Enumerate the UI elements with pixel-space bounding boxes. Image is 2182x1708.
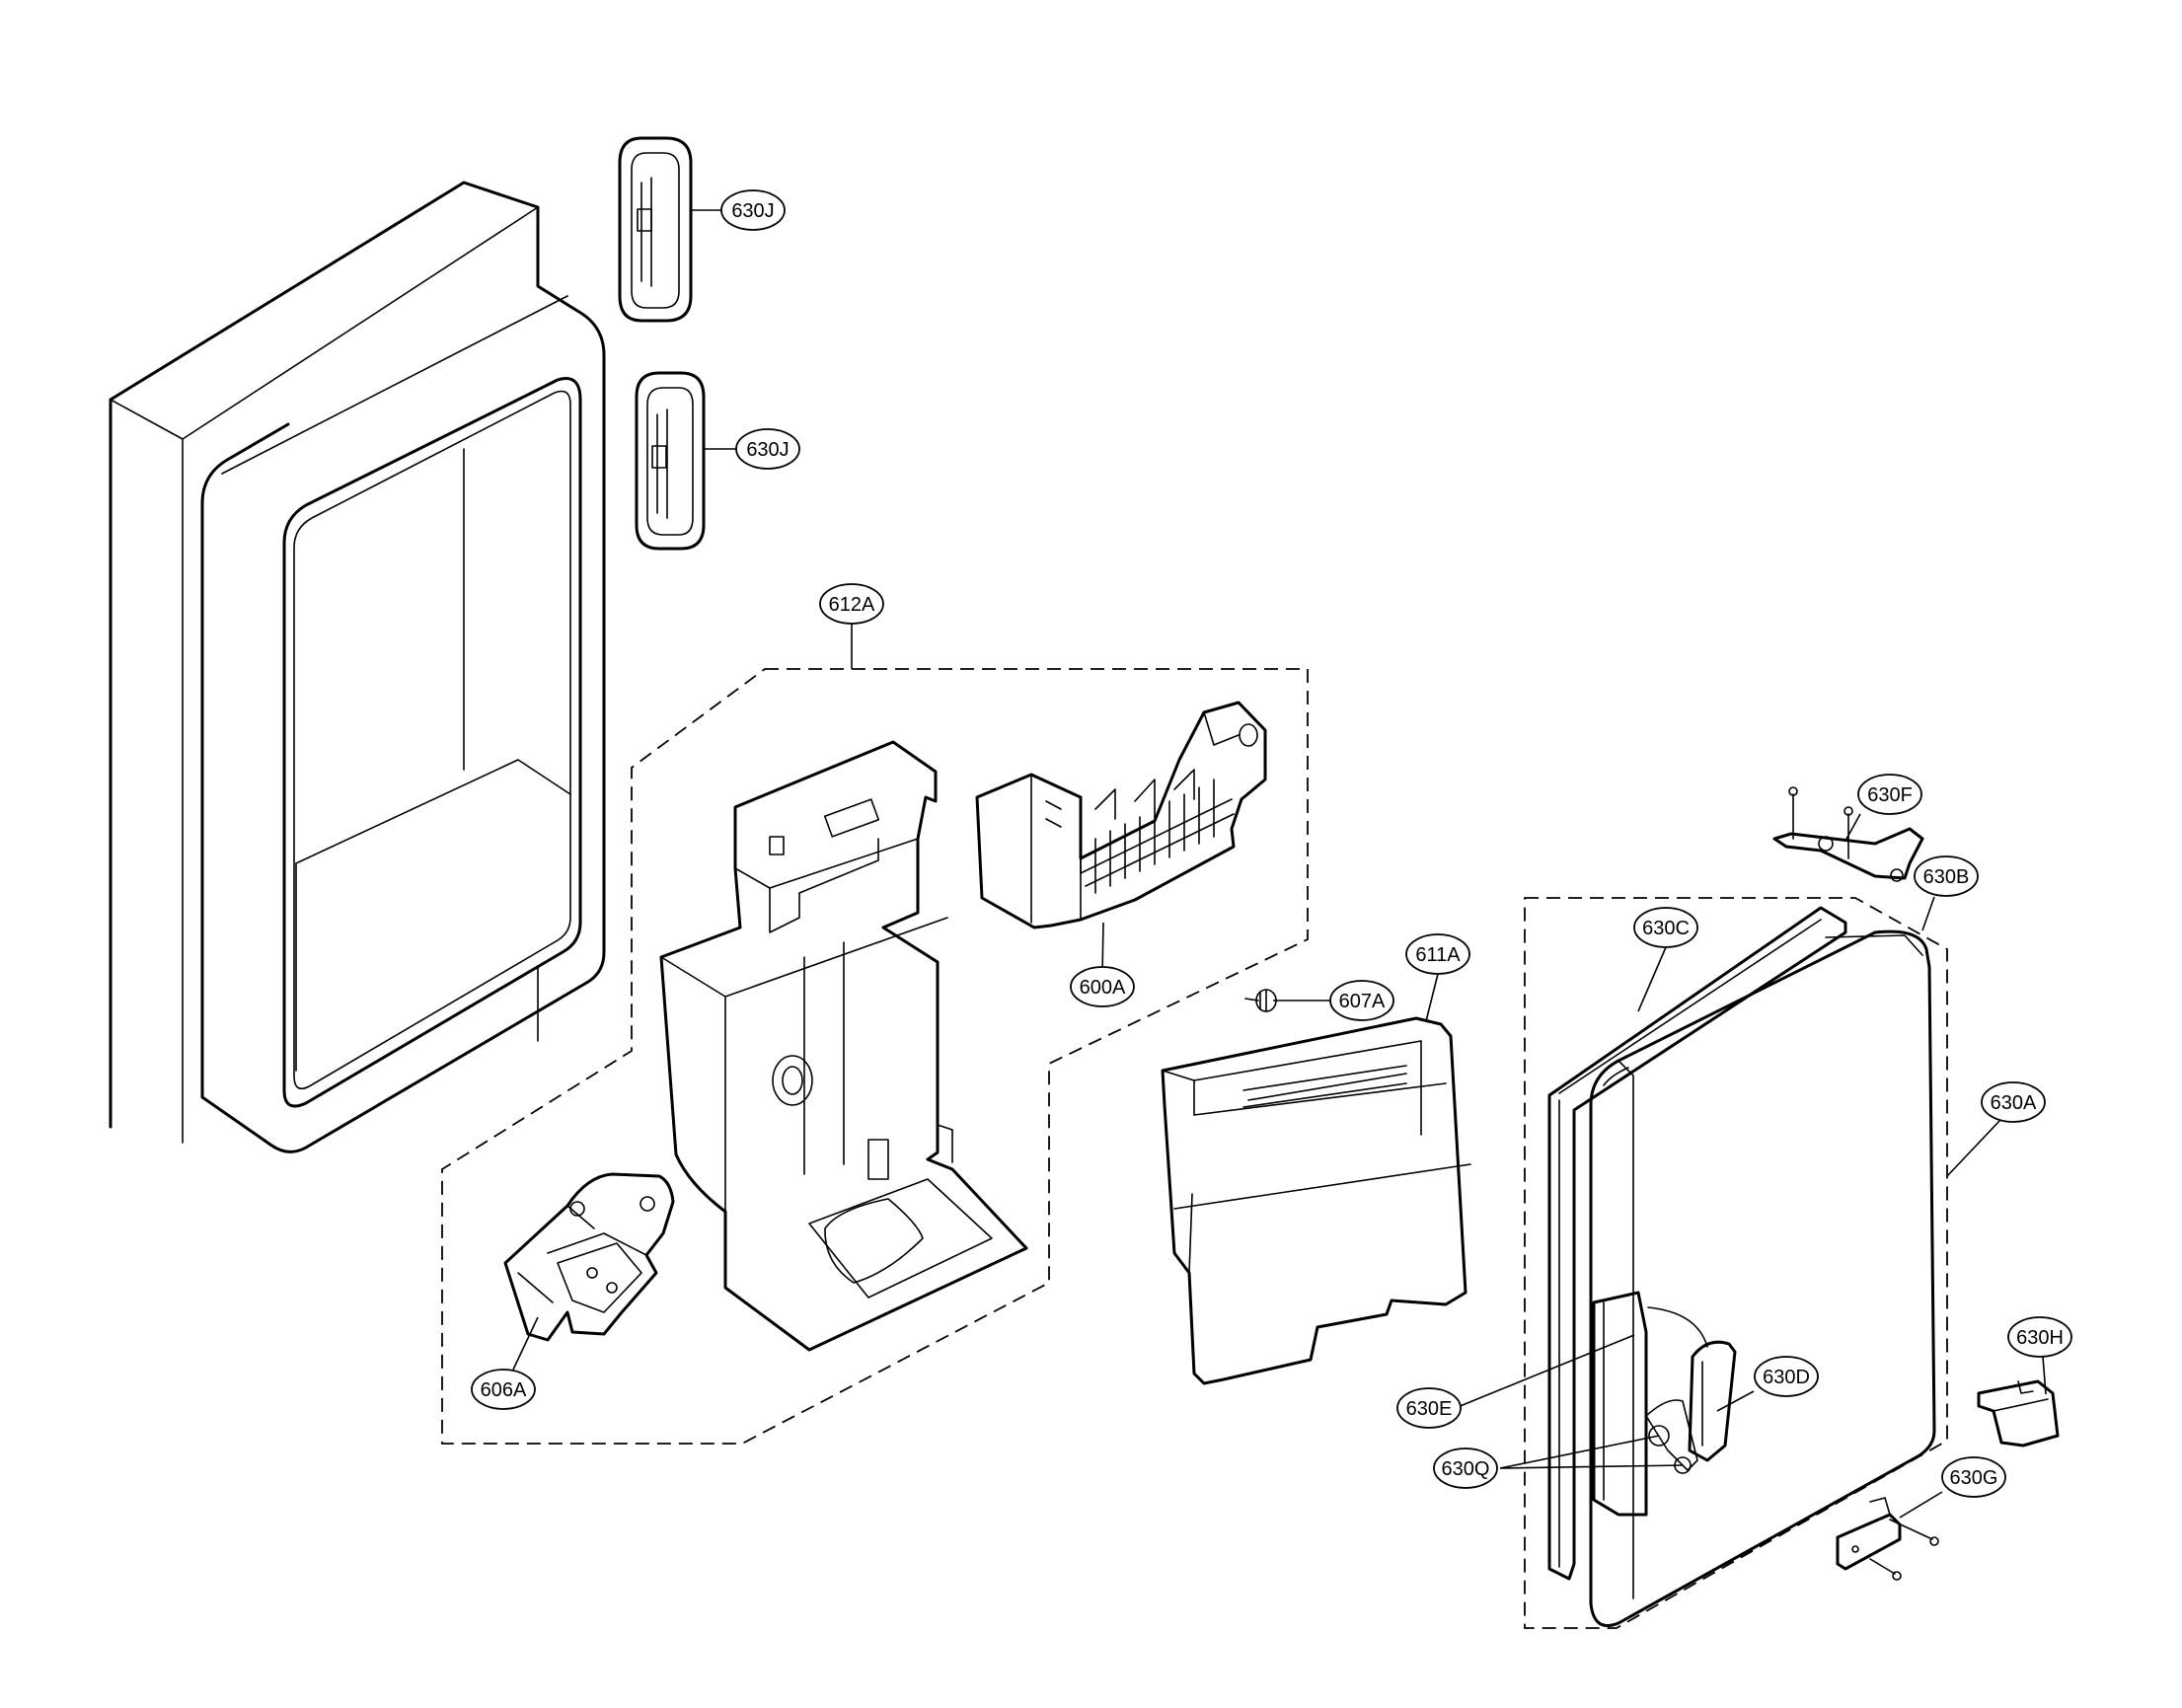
door-gasket-part-630c xyxy=(1547,906,1847,1581)
svg-text:630J: 630J xyxy=(731,200,774,222)
door-panel-part-630b xyxy=(1589,929,1936,1627)
callout-630j-bottom: 630J xyxy=(735,428,800,470)
callout-630d: 630D xyxy=(1754,1356,1819,1397)
callout-630b: 630B xyxy=(1914,855,1979,897)
ice-maker-part xyxy=(975,701,1267,929)
bracket-part-606a xyxy=(503,1172,675,1342)
callout-606a: 606A xyxy=(471,1369,536,1410)
callout-630g: 630G xyxy=(1941,1456,2006,1498)
svg-text:630G: 630G xyxy=(1950,1467,1998,1489)
callout-600a: 600A xyxy=(1070,966,1135,1007)
leader-lines xyxy=(512,209,2047,1519)
callout-611a: 611A xyxy=(1405,933,1470,975)
svg-text:630Q: 630Q xyxy=(1442,1458,1490,1480)
svg-text:630H: 630H xyxy=(2016,1327,2064,1349)
svg-text:630C: 630C xyxy=(1642,918,1690,939)
gasket-part-630j-bottom xyxy=(635,371,706,551)
svg-text:606A: 606A xyxy=(481,1379,527,1401)
svg-text:630F: 630F xyxy=(1867,784,1913,806)
callout-630j-top: 630J xyxy=(720,189,786,231)
callout-630f: 630F xyxy=(1857,774,1922,815)
door-frame-part xyxy=(109,181,606,1153)
screw-part-607a xyxy=(1244,989,1277,1012)
assembly-boundary-630a xyxy=(1524,897,1948,1629)
callout-612a: 612A xyxy=(819,583,884,625)
cap-part-630h xyxy=(1977,1379,2060,1448)
hinge-plate-part-630f xyxy=(1772,786,1924,882)
gasket-part-630j-top xyxy=(618,136,693,323)
svg-text:611A: 611A xyxy=(1415,944,1461,966)
assembly-boundary-612a xyxy=(441,668,1309,1445)
callout-630a: 630A xyxy=(1981,1081,2046,1123)
callout-630h: 630H xyxy=(2007,1316,2072,1358)
svg-text:630A: 630A xyxy=(1991,1092,2037,1114)
door-handle-part-630d xyxy=(1688,1340,1737,1462)
svg-text:630E: 630E xyxy=(1406,1398,1453,1420)
bracket-part-630g xyxy=(1836,1497,1939,1581)
svg-text:600A: 600A xyxy=(1080,977,1126,999)
dispenser-housing-part xyxy=(659,740,1028,1352)
svg-text:607A: 607A xyxy=(1339,991,1386,1012)
callout-630c: 630C xyxy=(1633,907,1698,948)
svg-text:630B: 630B xyxy=(1923,866,1970,888)
callout-630q: 630Q xyxy=(1433,1448,1498,1489)
dispenser-cover-part xyxy=(1161,1016,1471,1385)
callout-607a: 607A xyxy=(1329,980,1394,1021)
svg-text:630D: 630D xyxy=(1763,1367,1810,1388)
svg-text:630J: 630J xyxy=(746,439,789,461)
callout-630e: 630E xyxy=(1396,1387,1462,1429)
svg-text:612A: 612A xyxy=(829,594,875,616)
